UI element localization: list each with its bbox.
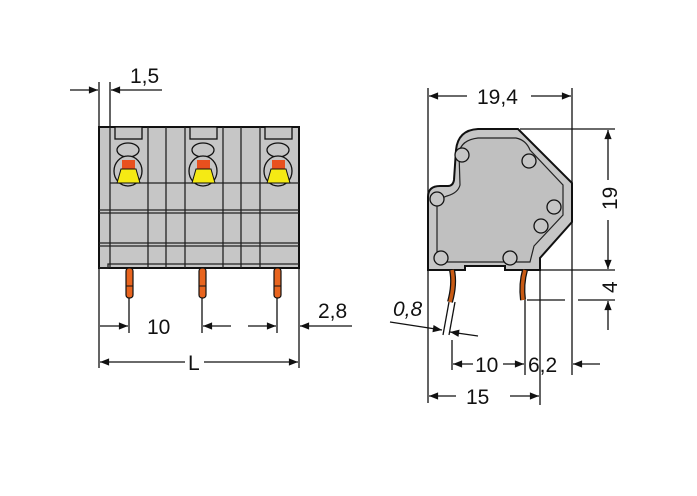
label-pin-length: 4 xyxy=(599,281,622,293)
dim-width: 19,4 xyxy=(428,86,571,109)
label-rear-offset: 6,2 xyxy=(528,354,557,377)
label-pin-spacing: 10 xyxy=(475,354,498,377)
side-pin-1 xyxy=(448,269,455,303)
side-pin-2 xyxy=(520,269,527,301)
pole-2 xyxy=(188,126,218,299)
mounting-holes xyxy=(429,147,562,266)
side-view: 19,4 19 4 0,8 10 6,2 xyxy=(389,86,622,409)
dim-pin-length: 4 xyxy=(599,281,622,330)
label-pin-span: 15 xyxy=(466,386,489,409)
pin-3 xyxy=(273,267,282,299)
release-lever-icon xyxy=(197,160,210,169)
label-edge-offset: 1,5 xyxy=(130,65,159,88)
label-height: 19 xyxy=(599,187,622,210)
dim-pin-span: 15 xyxy=(428,386,539,409)
dim-pin-spacing: 10 xyxy=(452,354,524,377)
label-pin-diameter: 0,8 xyxy=(393,298,423,321)
label-pin-offset: 2,8 xyxy=(318,300,347,323)
dim-pin-diameter: 0,8 xyxy=(389,298,479,337)
dim-length: L xyxy=(100,352,299,375)
pole-1 xyxy=(113,126,143,299)
pole-3 xyxy=(263,126,293,299)
dim-rear-offset: 6,2 xyxy=(528,354,600,377)
label-width: 19,4 xyxy=(477,86,518,109)
dim-edge-offset: 1,5 xyxy=(70,65,162,127)
release-lever-icon xyxy=(272,160,285,169)
label-pitch: 10 xyxy=(147,316,170,339)
dim-pitch: 10 xyxy=(100,316,277,339)
dim-height: 19 xyxy=(599,130,622,270)
release-lever-icon xyxy=(122,160,135,169)
dim-pin-offset: 2,8 xyxy=(299,300,352,330)
label-length: L xyxy=(188,352,200,375)
front-view: 1,5 10 2,8 L xyxy=(70,65,352,375)
pin-2 xyxy=(198,267,207,299)
housing-segment-lines xyxy=(99,127,299,268)
pin-1 xyxy=(125,267,134,299)
